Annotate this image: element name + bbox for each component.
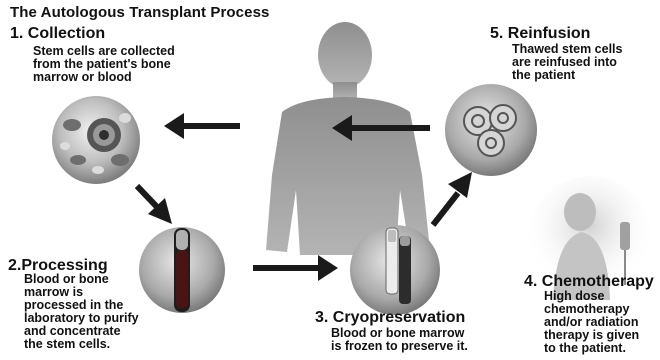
- arrow-cryopreservation-to-reinfusion: [433, 172, 472, 225]
- arrow-patient-to-collection: [164, 113, 240, 139]
- processing-circle: [139, 227, 225, 313]
- diagram-title: The Autologous Transplant Process: [10, 4, 269, 21]
- step-3-title: 3. Cryopreservation: [315, 309, 465, 326]
- arrow-collection-to-processing: [137, 186, 172, 224]
- step-4-description: High dose chemotherapy and/or radiation …: [544, 290, 639, 355]
- patient-silhouette: [266, 22, 430, 255]
- step-2-description: Blood or bone marrow is processed in the…: [24, 273, 139, 351]
- collection-circle: [52, 96, 140, 184]
- step-5-title: 5. Reinfusion: [490, 25, 590, 42]
- step-1-description: Stem cells are collected from the patien…: [33, 45, 175, 84]
- cryopreservation-circle: [350, 225, 440, 315]
- reinfusion-circle: [445, 84, 537, 176]
- step-5-description: Thawed stem cells are reinfused into the…: [512, 43, 622, 82]
- arrow-processing-to-cryopreservation: [253, 255, 338, 281]
- step-4-title: 4. Chemotherapy: [524, 273, 654, 290]
- step-1-title: 1. Collection: [10, 25, 105, 42]
- step-3-description: Blood or bone marrow is frozen to preser…: [331, 327, 468, 353]
